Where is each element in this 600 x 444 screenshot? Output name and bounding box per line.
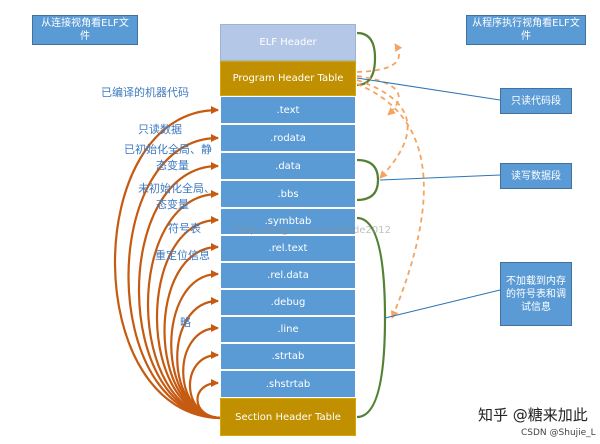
- arrow-to-data: [137, 162, 223, 420]
- pointer-rw-data: [379, 174, 501, 181]
- arrow-to-bbs: [146, 190, 223, 420]
- section-text: .text: [220, 96, 356, 124]
- section-elf-header: ELF Header: [220, 24, 356, 61]
- blog-watermark: http://blog.csdn.net/daide2012: [236, 225, 391, 236]
- pointer-not-loaded: [384, 289, 501, 319]
- annotation-readonly-data: 只读数据: [138, 123, 182, 136]
- section-header-table: Section Header Table: [220, 398, 356, 436]
- zhihu-watermark: 知乎 @糖来加此: [478, 406, 588, 424]
- annotation-uninit-global-line2: 态变量: [156, 198, 189, 211]
- annotation-compiled-code: 已编译的机器代码: [101, 86, 189, 99]
- dashed-arrow-elf-header: [356, 43, 403, 73]
- arrow-to-text: [114, 106, 223, 420]
- link-view-title: 从连接视角看ELF文件: [32, 15, 138, 45]
- annotation-omitted: 略: [180, 316, 191, 329]
- section-strtab: .strtab: [220, 343, 356, 370]
- label-not-loaded-line1: 不加载到内存: [506, 275, 566, 287]
- annotation-init-global-line1: 已初始化全局、静: [124, 143, 212, 156]
- annotation-uninit-global-line1: 未初始化全局、: [138, 182, 215, 195]
- section-bbs: .bbs: [220, 180, 356, 208]
- bracket-data-bbs: [356, 158, 380, 202]
- section-symbtab: .symbtab: [220, 208, 356, 235]
- section-program-header-table: Program Header Table: [220, 61, 356, 96]
- label-not-loaded-line3: 试信息: [521, 301, 551, 313]
- section-line: .line: [220, 316, 356, 343]
- dashed-arrow-bbs: [356, 83, 425, 319]
- label-readonly-code: 只读代码段: [500, 88, 572, 114]
- annotation-relocation: 重定位信息: [155, 249, 210, 262]
- annotation-symbol-table: 符号表: [168, 222, 201, 235]
- dashed-arrow-data: [356, 79, 409, 179]
- arrow-to-rodata: [127, 134, 223, 420]
- label-not-loaded: 不加载到内存 的符号表和调 试信息: [500, 262, 572, 326]
- section-rodata: .rodata: [220, 124, 356, 152]
- dashed-arrow-text: [356, 75, 400, 116]
- section-data: .data: [220, 152, 356, 180]
- bracket-non-loaded: [356, 216, 387, 419]
- section-rel-text: .rel.text: [220, 235, 356, 262]
- section-rel-data: .rel.data: [220, 262, 356, 289]
- label-not-loaded-line2: 的符号表和调: [506, 288, 566, 300]
- exec-view-title: 从程序执行视角看ELF文件: [466, 15, 586, 45]
- csdn-watermark: CSDN @Shujie_L: [521, 428, 596, 438]
- label-rw-data: 读写数据段: [500, 163, 572, 189]
- section-debug: .debug: [220, 289, 356, 316]
- annotation-init-global-line2: 态变量: [156, 159, 189, 172]
- pointer-readonly-code: [356, 77, 501, 101]
- arrow-to-shstrtab: [196, 379, 223, 420]
- section-shstrtab: .shstrtab: [220, 370, 356, 398]
